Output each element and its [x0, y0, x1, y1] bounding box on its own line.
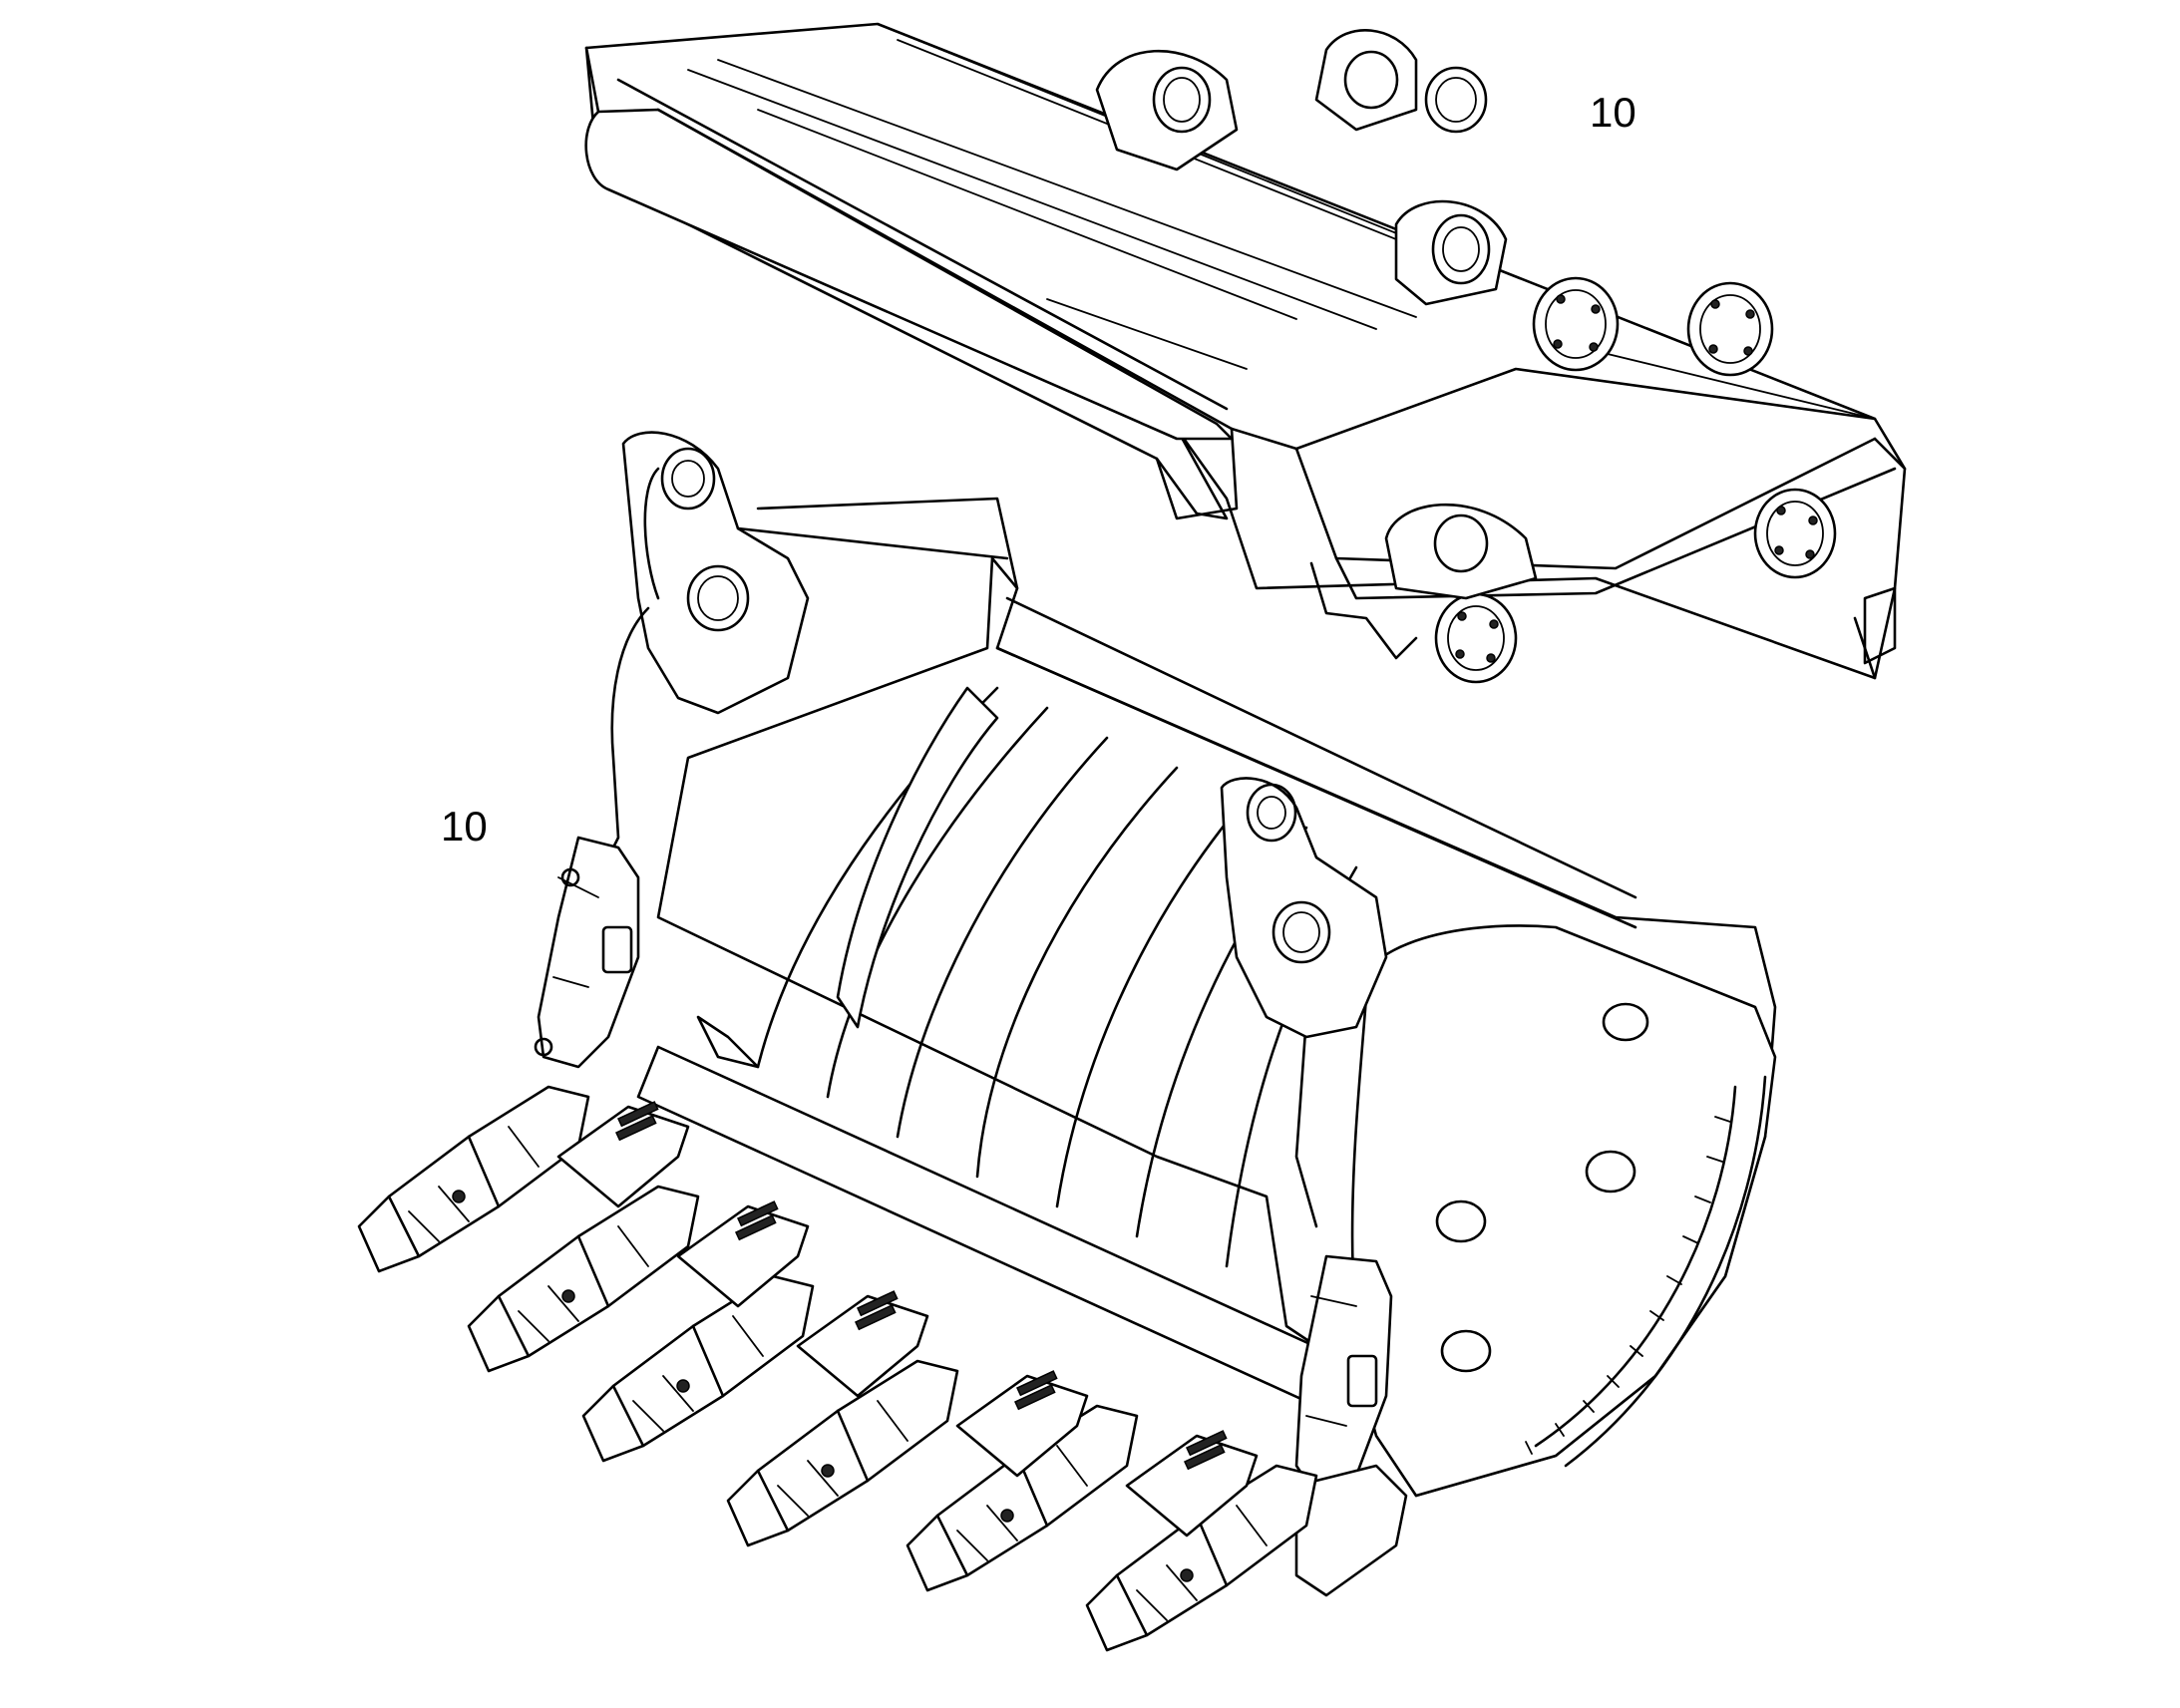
callout-label-left: 10	[441, 803, 488, 850]
frame-pin-boss-4	[1434, 592, 1518, 684]
edge-wear-segments	[556, 1101, 1259, 1537]
tooth-1	[357, 1085, 590, 1273]
tooth-2	[467, 1185, 700, 1373]
tooth-5	[906, 1404, 1139, 1592]
frame-pin-boss-3	[1753, 488, 1837, 579]
frame-lug-mid	[1394, 199, 1508, 306]
tooth-3	[581, 1274, 815, 1463]
tooth-6	[1085, 1464, 1318, 1652]
left-side-shroud	[534, 836, 640, 1069]
frame-lug-right-top	[1314, 29, 1418, 132]
mid-hinge-bracket	[1220, 777, 1388, 1039]
left-hinge-bracket	[596, 431, 1019, 879]
right-corner-adapter	[1294, 1464, 1408, 1597]
callout-label-top: 10	[1590, 89, 1636, 136]
frame-pin-boss-2	[1686, 281, 1774, 377]
tooth-4	[726, 1359, 959, 1547]
bucket-teeth	[357, 1085, 1318, 1652]
frame-pin-boss-1	[1532, 276, 1620, 372]
upper-mounting-frame	[584, 22, 1907, 684]
frame-lug-left	[1095, 49, 1239, 171]
frame-pin-boss-5	[1424, 66, 1488, 134]
